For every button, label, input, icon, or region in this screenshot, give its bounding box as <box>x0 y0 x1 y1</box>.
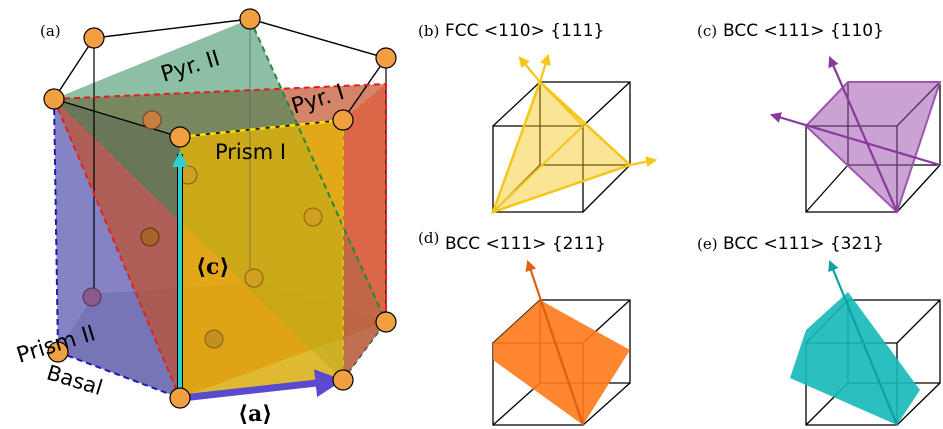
bcc-110-direction-arrow <box>828 55 899 213</box>
panel-title-b: FCC <110> {111} <box>445 21 604 41</box>
a-vector <box>181 369 344 402</box>
fcc-inner-line <box>539 81 584 127</box>
atom <box>43 88 65 110</box>
fcc-direction-arrow <box>518 56 541 83</box>
corner-atoms <box>43 8 397 409</box>
pyr-i-diagonal <box>53 98 181 399</box>
atom <box>47 341 69 363</box>
prism-i-top-edge <box>179 118 344 139</box>
bcc-110-plane <box>804 81 942 214</box>
atom <box>239 8 261 30</box>
label-prism-i: Prism I <box>215 140 286 164</box>
interior-atom <box>82 287 102 307</box>
fcc-direction-arrow <box>538 53 551 83</box>
hcp-panel: (a) <box>14 8 397 427</box>
panel-label-a: (a) <box>40 22 61 40</box>
pyr-i-top-edge <box>53 83 387 100</box>
interior-atom <box>140 227 160 247</box>
interior-atom <box>303 207 323 227</box>
bcc-321-direction-arrow <box>828 259 899 426</box>
prism-i-plane <box>180 120 343 398</box>
atom <box>169 126 191 148</box>
bcc-211-direction-arrow <box>525 259 585 426</box>
panel-title-e: BCC <111> {321} <box>723 234 884 254</box>
panel-label-b: (b) <box>418 22 439 40</box>
panel-b: (b) FCC <110> {111} <box>418 21 658 215</box>
panel-e: (e) BCC <111> {321} <box>697 234 941 426</box>
atom <box>332 109 354 131</box>
atom <box>169 387 191 409</box>
panel-title-c: BCC <111> {110} <box>723 21 884 41</box>
label-c-vector: ⟨c⟩ <box>196 254 230 280</box>
interior-atom <box>244 268 264 288</box>
atom <box>83 27 105 49</box>
panel-label-e: (e) <box>697 235 718 253</box>
atom <box>332 369 354 391</box>
pyr-ii-edge <box>249 18 387 323</box>
panel-c: (c) BCC <111> {110} <box>697 21 942 214</box>
panel-d: (d) BCC <111> {211} <box>418 229 631 426</box>
atom <box>375 47 397 69</box>
basal-edge <box>342 321 387 381</box>
fcc-inner-line <box>492 125 584 213</box>
panel-label-d: (d) <box>418 229 439 247</box>
interior-atom <box>204 329 224 349</box>
prism-ii-bottom-edge <box>57 351 181 399</box>
bcc-321-plane <box>790 292 920 425</box>
label-a-vector: ⟨a⟩ <box>238 401 272 427</box>
panel-title-d: BCC <111> {211} <box>445 234 606 254</box>
atom <box>375 311 397 333</box>
bcc-110-direction-arrow <box>769 112 941 167</box>
interior-atom <box>142 110 162 130</box>
pyramidal-i-side <box>343 84 386 380</box>
fcc-direction-arrow <box>629 156 658 168</box>
panel-label-c: (c) <box>697 22 717 40</box>
prism-ii-edge <box>53 98 59 353</box>
